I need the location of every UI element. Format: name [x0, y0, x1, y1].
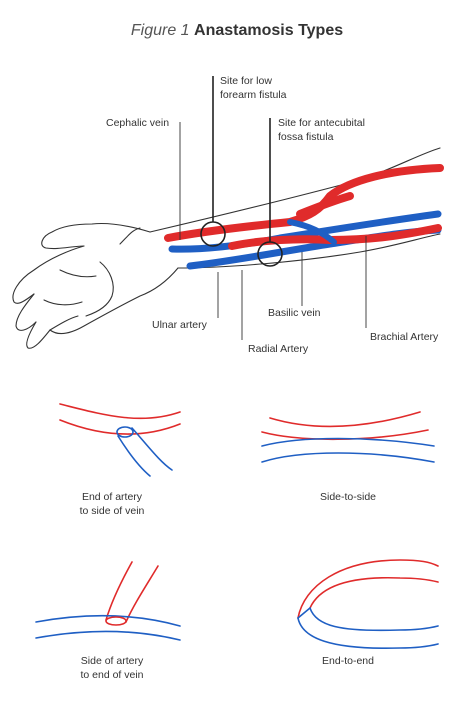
label-brachial-artery: Brachial Artery	[370, 331, 439, 343]
low-forearm-site-circle	[200, 221, 226, 247]
fistula-site-markers	[200, 76, 283, 267]
arm-outline	[12, 147, 441, 349]
leader-lines	[179, 122, 367, 340]
label-ulnar-artery: Ulnar artery	[152, 319, 207, 331]
label-site-antecubital: Site for antecubital fossa fistula	[278, 117, 365, 143]
label-site-low-forearm: Site for low forearm fistula	[220, 75, 287, 101]
caption-side-to-end: Side of artery to end of vein	[80, 655, 144, 681]
caption-side-to-side: Side-to-side	[319, 491, 377, 503]
caption-end-to-end: End-to-end	[322, 655, 374, 667]
label-radial-artery: Radial Artery	[248, 343, 309, 355]
end-to-side-diagram	[59, 403, 181, 477]
figure-name: Anastamosis Types	[194, 22, 344, 39]
antecubital-site-circle	[257, 241, 283, 267]
figure-title: Figure 1 Anastamosis Types	[0, 22, 474, 40]
arm-vessels	[164, 164, 444, 270]
end-to-end-diagram	[297, 559, 439, 650]
caption-end-to-side: End of artery to side of vein	[79, 491, 145, 517]
label-basilic-vein: Basilic vein	[268, 307, 321, 319]
side-to-side-diagram	[261, 411, 435, 463]
figure-label: Figure 1	[130, 22, 190, 39]
label-cephalic-vein: Cephalic vein	[106, 117, 170, 129]
side-to-end-diagram	[35, 561, 181, 641]
